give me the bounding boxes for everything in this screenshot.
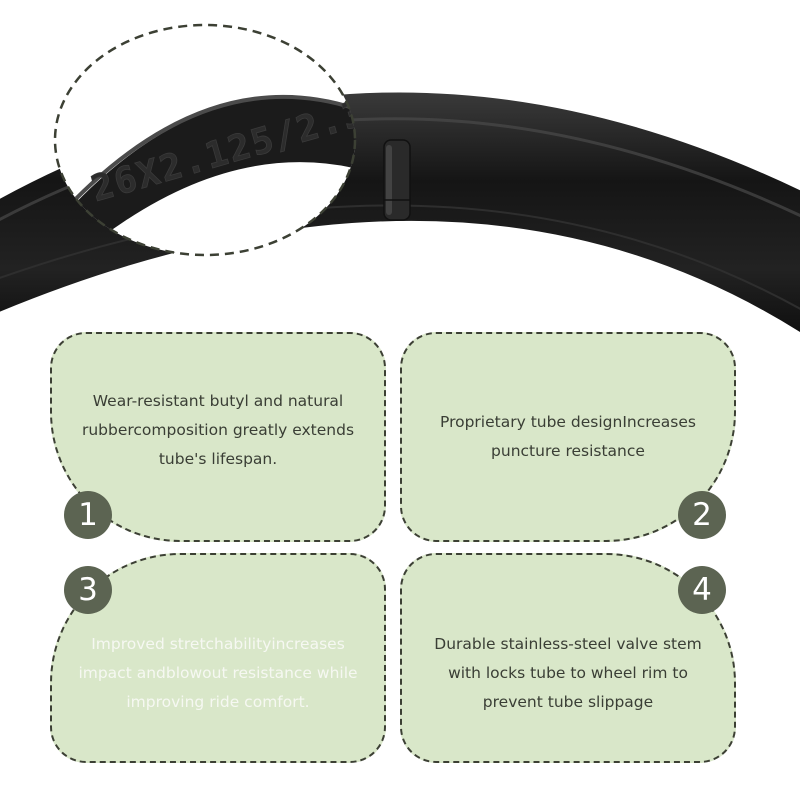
magnifier-outline bbox=[53, 23, 357, 257]
inner-tube-photo: 26X2.125/2.35 bbox=[0, 23, 800, 333]
feature-text: Improved stretchabilityincreases impact … bbox=[78, 635, 358, 711]
feature-card-1: Wear-resistant butyl and natural rubberc… bbox=[50, 332, 386, 542]
feature-text: Wear-resistant butyl and natural rubberc… bbox=[81, 392, 355, 468]
tube-edge-line bbox=[0, 204, 800, 310]
feature-number-badge: 4 bbox=[678, 566, 726, 614]
feature-card-2: Proprietary tube designIncreases punctur… bbox=[400, 332, 736, 542]
valve-stem-icon bbox=[383, 139, 411, 221]
feature-number-badge: 2 bbox=[678, 491, 726, 539]
feature-text: Proprietary tube designIncreases punctur… bbox=[440, 413, 696, 460]
magnified-sidewall: 26X2.125/2.35 bbox=[55, 25, 355, 255]
feature-card-3: 3 Improved stretchabilityincreases impac… bbox=[50, 553, 386, 763]
feature-card-4: 4 Durable stainless-steel valve stem wit… bbox=[400, 553, 736, 763]
feature-number-badge: 3 bbox=[64, 566, 112, 614]
feature-number-badge: 1 bbox=[64, 491, 112, 539]
feature-text: Durable stainless-steel valve stem with … bbox=[434, 635, 702, 711]
